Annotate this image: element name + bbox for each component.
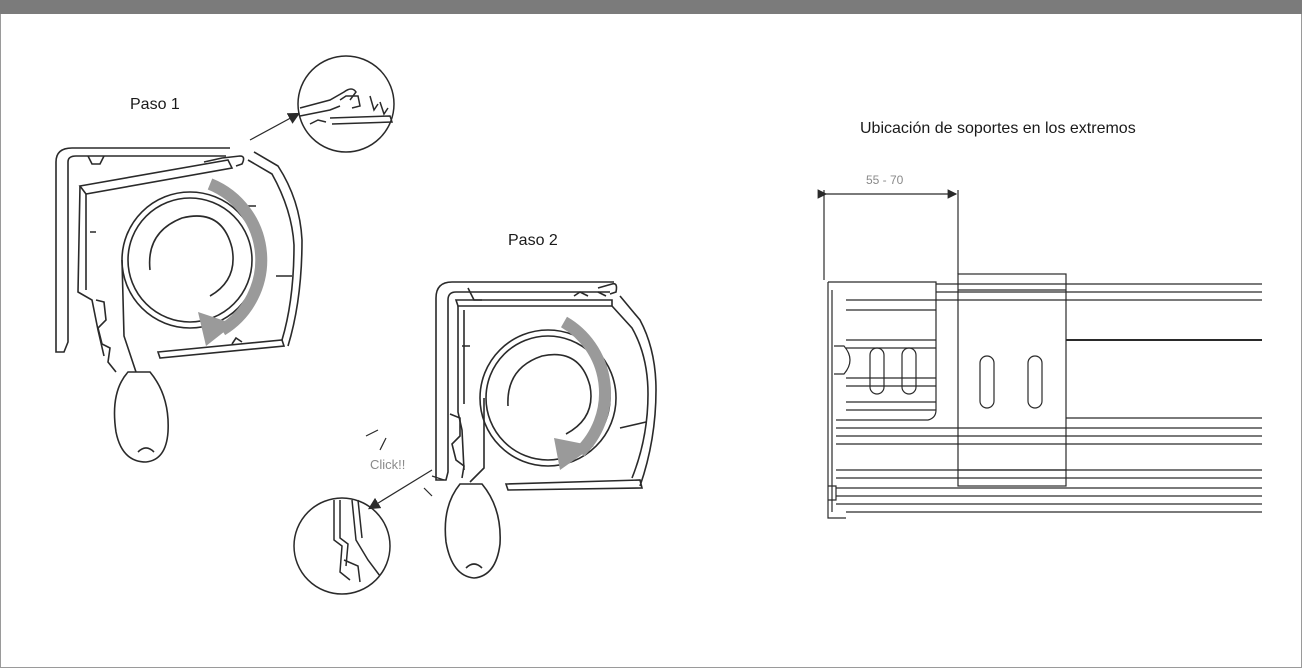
dimension-label: 55 - 70 <box>866 173 904 187</box>
step2-cassette-drawing <box>435 281 657 579</box>
rotation-arrowhead-step2 <box>554 438 594 470</box>
click-marks <box>365 429 445 497</box>
step2-label: Paso 2 <box>508 232 558 249</box>
callout-arrow-step1 <box>249 112 301 141</box>
step1-cassette-drawing <box>55 147 303 463</box>
step1-label: Paso 1 <box>130 96 180 113</box>
step2-detail-circle <box>293 497 391 595</box>
bracket-position-title: Ubicación de soportes en los extremos <box>860 120 1136 137</box>
rotation-arrowhead-step1 <box>198 312 234 346</box>
bracket-position-drawing <box>817 189 1262 519</box>
callout-arrow-step2 <box>367 469 433 510</box>
top-bar <box>0 0 1302 14</box>
click-label: Click!! <box>370 457 406 472</box>
rotation-arrow-step2 <box>560 316 612 457</box>
rotation-arrow-step1 <box>207 178 268 336</box>
step1-detail-circle <box>297 55 395 153</box>
